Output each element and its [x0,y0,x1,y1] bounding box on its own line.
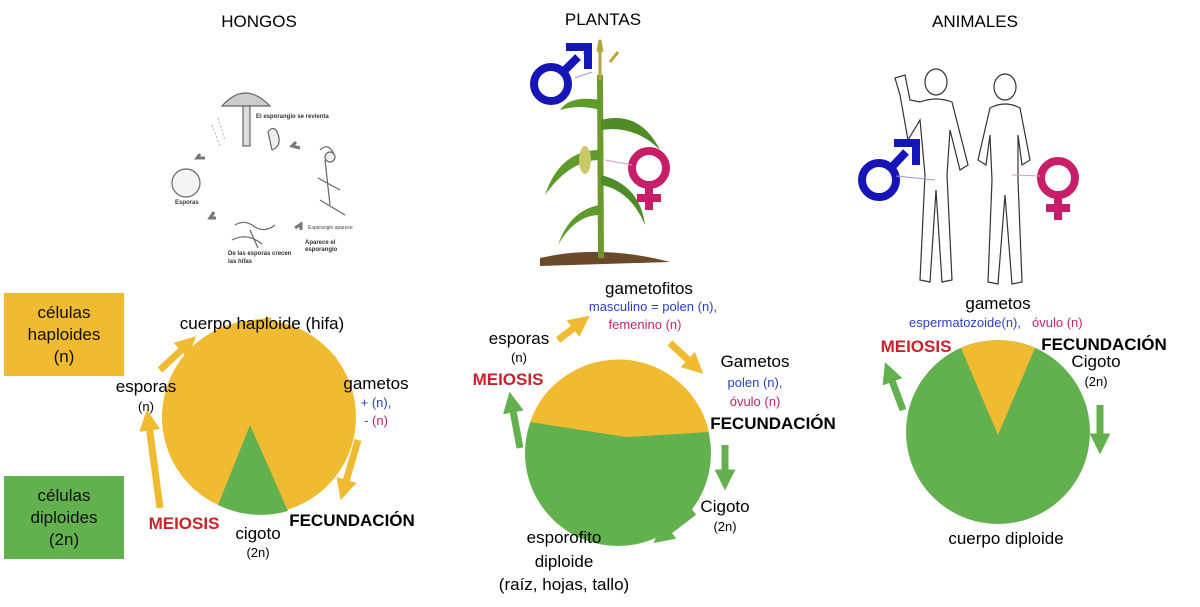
plants-ovule: óvulo (n) [729,394,781,409]
animal-female-symbol [1011,157,1079,220]
fungi-title: HONGOS [221,12,297,31]
plants-sporophyte-line3: (raíz, hojas, tallo) [498,575,630,594]
animals-ovule: óvulo (n) [1032,315,1083,330]
animals-sperm: espermatozoide(n), [909,315,1021,330]
fungi-illustration [171,92,346,249]
fungi-body-label: cuerpo haploide (hifa) [179,314,345,333]
mushroom-stem [242,105,251,147]
arrow-to-gametes [302,340,345,378]
arrow-to-gametes [667,340,704,374]
plant-cycle-arrows [503,315,736,544]
plants-fertilization-label: FECUNDACIÓN [710,414,836,433]
fungi-cycle-circle [162,320,356,515]
plants-male-gametophyte: masculino = polen (n), [588,299,718,314]
fungi-meiosis-label: MEIOSIS [148,514,220,533]
plants-zygote-ploidy: (2n) [713,519,737,534]
fungi-illustration-caption-spores: Esporas [175,200,199,206]
plants-female-gametophyte: femenino (n) [608,317,682,332]
plants-spores-ploidy: (n) [511,350,527,365]
fungi-illustration-caption-sporangium-2: esporangio [305,247,338,253]
male-head [924,68,948,96]
fungi-gametes-label: gametos [343,374,409,393]
arrow-spores-up [157,336,197,373]
plants-gametes-label: Gametos [720,352,790,371]
corn-ear [579,146,591,174]
animals-meiosis-label: MEIOSIS [880,337,952,356]
animals-zygote-label: Cigoto [1071,352,1121,371]
haploid-legend-box: células haploides (n) [4,293,124,376]
plants-sporophyte-line2: diploide [534,552,594,571]
fungi-gamete-minus: - (n) [364,413,388,428]
arrow-meiosis-up [503,391,524,449]
male-body [894,74,969,283]
arrow-meiosis-up [139,409,164,509]
animals-fertilization-label: FECUNDACIÓN [1041,335,1167,354]
mushroom-cap [220,92,272,107]
plants-spores-label: esporas [488,329,550,348]
haploid-legend-line2: haploides [27,324,101,344]
fungi-illustration-caption-hyphae-1: De las esporas crecen [228,251,292,257]
fungi-zygote-ploidy: (2n) [246,545,270,560]
diploid-legend-line1: células [37,485,91,505]
fungi-illustration-caption-hyphae-2: las hifas [228,259,253,265]
spore-dish [171,168,201,198]
fungi-cycle-arrows [139,317,362,509]
soil [540,251,670,266]
animal-cycle-arrows [882,362,1111,455]
plants-sporophyte-line1: esporofito [526,528,602,547]
female-body [977,103,1031,285]
animals-zygote-ploidy: (2n) [1084,374,1108,389]
arrow-meiosis-up [882,362,907,412]
female-head [993,73,1017,101]
human-illustration [894,68,1031,285]
diploid-legend-line2: diploides [30,507,98,527]
fungi-illustration-caption-small: Esporangio aparece [308,225,353,231]
animals-gametes-label: gametos [965,294,1031,313]
fungi-spores-ploidy: (n) [138,399,154,414]
diploid-legend-line3: (2n) [48,529,80,549]
animals-body-label: cuerpo diploide [948,529,1064,548]
plants-gametophytes-label: gametofitos [605,279,693,298]
haploid-legend-line1: células [37,302,91,322]
plants-title: PLANTAS [564,10,642,29]
diploid-legend-box: células diploides (2n) [4,476,124,559]
animals-title: ANIMALES [932,12,1018,31]
animal-cycle-circle [906,340,1090,524]
plant-male-symbol [530,43,593,105]
stalk [597,74,604,259]
plants-pollen: polen (n), [727,375,783,390]
fungi-zygote-label: cigoto [235,524,281,543]
fungi-fertilization-label: FECUNDACIÓN [289,511,415,530]
plant-cycle-circle [525,359,711,546]
arrow-body-right [234,317,272,345]
fungi-gamete-plus: + (n), [360,395,392,410]
arrow-to-fertilization [336,439,362,501]
plant-female-symbol [604,147,670,210]
plants-zygote-label: Cigoto [700,497,750,516]
fungi-illustration-caption-sporangium-1: Aparece el [305,240,336,246]
arrow-to-sporophyte [653,509,697,544]
fungi-illustration-caption-bursts: El esporangio se revienta [256,114,329,120]
haploid-legend-line3: (n) [53,346,75,366]
arrow-spores-up [555,315,590,343]
animal-male-symbol [858,139,936,201]
plants-meiosis-label: MEIOSIS [472,370,544,389]
fungi-spores-label: esporas [115,377,177,396]
